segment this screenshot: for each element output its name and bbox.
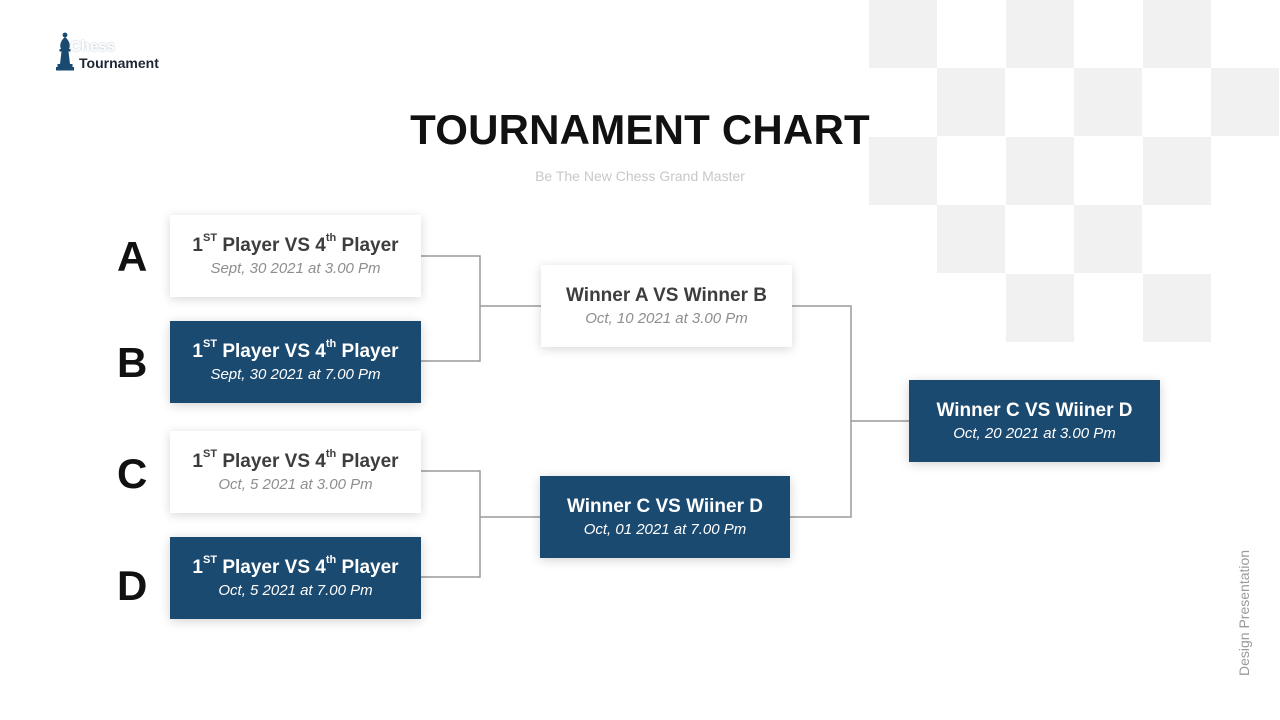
checker-cell [1074,205,1142,273]
checker-cell [1143,137,1211,205]
match-d: 1ST Player VS 4th Player Oct, 5 2021 at … [170,537,421,619]
semifinal-ab: Winner A VS Winner B Oct, 10 2021 at 3.0… [541,265,792,347]
match-date: Oct, 01 2021 at 7.00 Pm [583,520,747,538]
match-title: 1ST Player VS 4th Player [192,554,399,578]
checker-cell [1006,0,1074,68]
connector-semis [790,305,852,518]
match-date: Sept, 30 2021 at 3.00 Pm [210,259,381,277]
checker-cell [869,0,937,68]
match-date: Oct, 20 2021 at 3.00 Pm [953,424,1116,442]
page-title-text: TOURNAMENT CHART [410,106,870,153]
match-title: 1ST Player VS 4th Player [192,338,399,362]
match-date: Sept, 30 2021 at 7.00 Pm [210,365,381,383]
group-letter-a: A [117,233,148,280]
chess-bishop-icon [56,32,74,71]
match-title: Winner C VS Wiiner D [566,495,763,517]
logo-text-chess: Chess [70,38,116,55]
logo: Chess Tournament [54,32,184,74]
match-title: 1ST Player VS 4th Player [192,448,399,472]
match-b: 1ST Player VS 4th Player Sept, 30 2021 a… [170,321,421,403]
group-letter-d: D [117,562,148,609]
match-date: Oct, 10 2021 at 3.00 Pm [585,309,748,327]
page-subtitle: Be The New Chess Grand Master [535,168,745,184]
match-title: 1ST Player VS 4th Player [192,232,399,256]
checker-cell [869,137,937,205]
match-a: 1ST Player VS 4th Player Sept, 30 2021 a… [170,215,421,297]
match-c: 1ST Player VS 4th Player Oct, 5 2021 at … [170,431,421,513]
match-date: Oct, 5 2021 at 7.00 Pm [218,581,373,599]
match-title: Winner A VS Winner B [566,284,767,306]
logo-text-tournament: Tournament [79,55,159,71]
checker-cell [1143,0,1211,68]
checker-cell [937,68,1005,136]
checker-cell [937,205,1005,273]
checkerboard-decoration [869,0,1280,343]
page-title: TOURNAMENT CHART [0,106,1280,154]
match-title: Winner C VS Wiiner D [936,399,1133,421]
checker-cell [1006,137,1074,205]
semifinal-cd: Winner C VS Wiiner D Oct, 01 2021 at 7.0… [540,476,790,558]
group-letter-b: B [117,339,148,386]
connector-cd [421,470,481,578]
checker-cell [1211,68,1279,136]
match-date: Oct, 5 2021 at 3.00 Pm [218,475,373,493]
connector-ab [421,255,481,362]
final-match: Winner C VS Wiiner D Oct, 20 2021 at 3.0… [909,380,1160,462]
checker-cell [1143,274,1211,342]
checker-cell [1006,274,1074,342]
group-letter-c: C [117,450,148,497]
checker-cell [1074,68,1142,136]
side-label: Design Presentation [1236,549,1252,676]
